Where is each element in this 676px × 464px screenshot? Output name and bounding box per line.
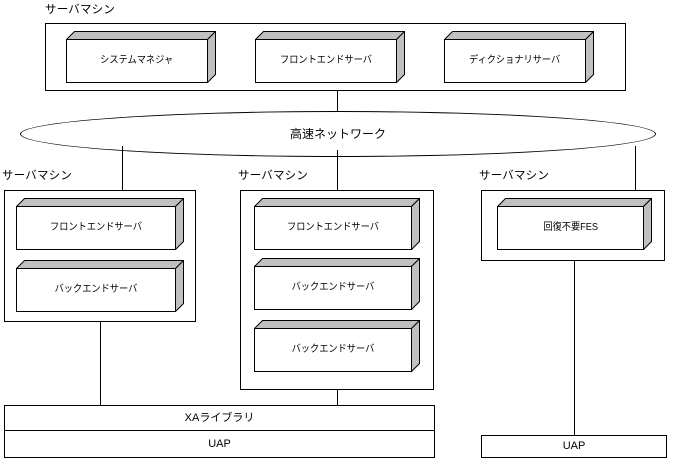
server-box-face: 回復不要FES — [497, 206, 644, 250]
server-box-face: フロントエンドサーバ — [254, 206, 412, 250]
network-label: 高速ネットワーク — [289, 127, 386, 141]
xa-library-box[interactable]: XAライブラリ — [4, 405, 435, 431]
server-label: ディクショナリサーバ — [469, 55, 561, 66]
server-box-backend-server-m1[interactable]: バックエンドサーバ — [16, 260, 184, 312]
server-box-face: バックエンドサーバ — [16, 268, 176, 312]
connector-network-to-machine-2 — [337, 150, 338, 190]
machine-label-3: サーバマシン — [479, 170, 550, 182]
server-label: 回復不要FES — [543, 222, 598, 233]
server-label: フロントエンドサーバ — [50, 222, 142, 233]
server-box-backend-server-m2-a[interactable]: バックエンドサーバ — [254, 258, 420, 310]
server-box-backend-server-m2-b[interactable]: バックエンドサーバ — [254, 320, 420, 372]
uap-label-left: UAP — [208, 437, 231, 450]
server-label: バックエンドサーバ — [291, 282, 375, 293]
server-box-face: ディクショナリサーバ — [444, 39, 586, 83]
server-box-face: フロントエンドサーバ — [16, 206, 176, 250]
server-box-recovery-free-fes[interactable]: 回復不要FES — [497, 198, 652, 250]
machine-label-1: サーバマシン — [2, 170, 73, 182]
machine-label-2: サーバマシン — [238, 170, 309, 182]
server-label: システムマネジャ — [100, 55, 174, 66]
connector-top-machine-to-network — [337, 91, 338, 112]
server-box-system-manager[interactable]: システムマネジャ — [66, 31, 216, 83]
server-box-frontend-server-m1[interactable]: フロントエンドサーバ — [16, 198, 184, 250]
uap-label-right: UAP — [562, 440, 586, 452]
server-box-face: システムマネジャ — [66, 39, 208, 83]
server-box-face: バックエンドサーバ — [254, 328, 412, 372]
connector-machine-2-to-xa — [337, 390, 338, 405]
server-label: バックエンドサーバ — [291, 344, 375, 355]
server-box-dictionary-server[interactable]: ディクショナリサーバ — [444, 31, 594, 83]
network-ellipse: 高速ネットワーク — [20, 111, 656, 157]
machine-label-top: サーバマシン — [45, 4, 116, 16]
uap-box-right[interactable]: UAP — [481, 435, 667, 458]
connector-network-to-machine-3 — [635, 146, 636, 190]
server-label: フロントエンドサーバ — [287, 222, 379, 233]
server-box-face: フロントエンドサーバ — [255, 39, 397, 83]
server-label: バックエンドサーバ — [54, 284, 138, 295]
connector-machine-1-to-xa — [100, 322, 101, 405]
xa-library-label: XAライブラリ — [184, 411, 255, 424]
server-box-face: バックエンドサーバ — [254, 266, 412, 310]
connector-network-to-machine-1 — [122, 146, 123, 190]
connector-machine-3-to-uap — [574, 261, 575, 435]
server-box-frontend-server-m2[interactable]: フロントエンドサーバ — [254, 198, 420, 250]
server-label: フロントエンドサーバ — [280, 55, 372, 66]
uap-box-left[interactable]: UAP — [4, 430, 435, 458]
server-box-frontend-server-top[interactable]: フロントエンドサーバ — [255, 31, 405, 83]
